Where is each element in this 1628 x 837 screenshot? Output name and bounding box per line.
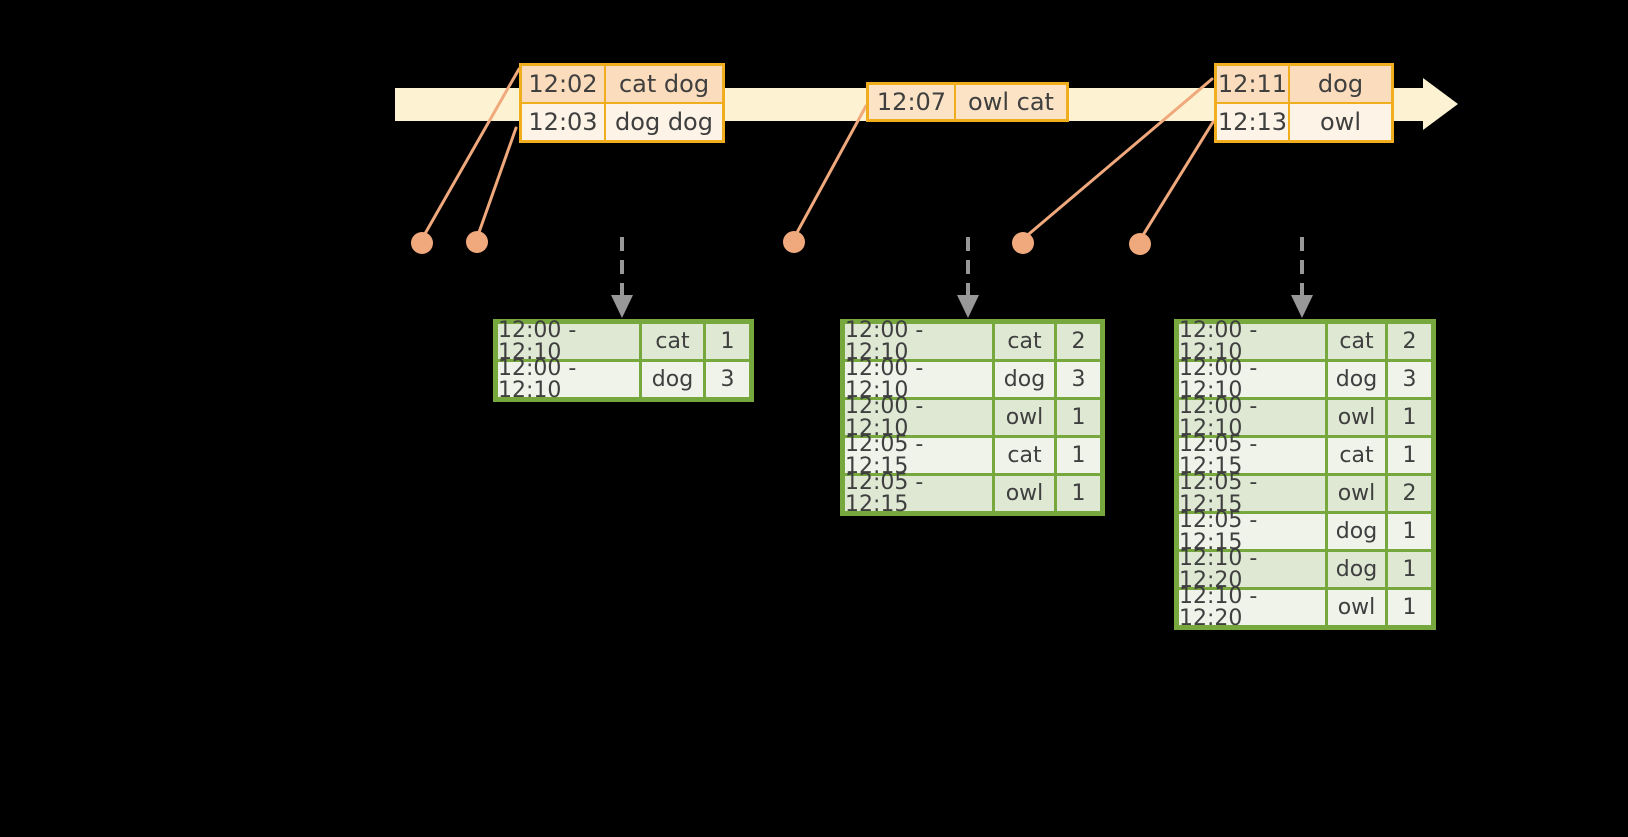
window-cell: 12:05 - 12:15 <box>1179 509 1325 553</box>
arrow-down-icon <box>957 295 979 318</box>
event-words-cell: dog <box>1290 66 1391 102</box>
event-time-cell: 12:03 <box>522 104 604 140</box>
event-record-table-3: 12:11 dog 12:13 owl <box>1214 63 1394 143</box>
event-record-table-2: 12:07 owl cat <box>866 82 1069 122</box>
event-words-cell: dog dog <box>606 104 722 140</box>
word-cell: dog <box>1328 362 1385 397</box>
event-time-cell: 12:07 <box>869 85 954 119</box>
event-dot <box>1129 233 1151 255</box>
window-cell: 12:05 - 12:15 <box>1179 471 1325 515</box>
window-cell: 12:05 - 12:15 <box>845 471 992 515</box>
count-cell: 3 <box>1057 362 1100 397</box>
window-cell: 12:00 - 12:10 <box>1179 319 1325 363</box>
word-cell: dog <box>1328 514 1385 549</box>
connector-line <box>792 104 868 240</box>
event-words-cell: owl cat <box>956 85 1066 119</box>
word-cell: cat <box>995 438 1054 473</box>
event-time-cell: 12:13 <box>1217 104 1288 140</box>
result-table-2: 12:00 - 12:10 cat 2 12:00 - 12:10 dog 3 … <box>840 319 1105 516</box>
count-cell: 1 <box>1388 400 1431 435</box>
event-dot <box>783 231 805 253</box>
word-cell: owl <box>1328 590 1385 625</box>
event-time-cell: 12:02 <box>522 66 604 102</box>
window-cell: 12:00 - 12:10 <box>845 319 992 363</box>
count-cell: 1 <box>706 324 749 359</box>
count-cell: 1 <box>1057 438 1100 473</box>
window-cell: 12:10 - 12:20 <box>1179 547 1325 591</box>
word-cell: owl <box>1328 476 1385 511</box>
result-table-1: 12:00 - 12:10 cat 1 12:00 - 12:10 dog 3 <box>493 319 754 402</box>
word-cell: dog <box>995 362 1054 397</box>
arrow-down-icon <box>1291 295 1313 318</box>
word-cell: owl <box>995 400 1054 435</box>
result-table-3: 12:00 - 12:10 cat 2 12:00 - 12:10 dog 3 … <box>1174 319 1436 630</box>
connector-line <box>420 67 521 241</box>
trigger-arrows <box>611 237 1313 318</box>
event-dot <box>411 232 433 254</box>
event-record-table-1: 12:02 cat dog 12:03 dog dog <box>519 63 725 143</box>
count-cell: 1 <box>1388 590 1431 625</box>
arrow-right-icon <box>1423 78 1458 130</box>
connector-line <box>475 126 518 240</box>
window-cell: 12:05 - 12:15 <box>1179 433 1325 477</box>
event-time-cell: 12:11 <box>1217 66 1288 102</box>
count-cell: 3 <box>706 362 749 397</box>
event-words-cell: owl <box>1290 104 1391 140</box>
window-cell: 12:00 - 12:10 <box>845 395 992 439</box>
count-cell: 1 <box>1388 552 1431 587</box>
count-cell: 2 <box>1388 476 1431 511</box>
window-cell: 12:00 - 12:10 <box>1179 395 1325 439</box>
window-cell: 12:00 - 12:10 <box>498 319 639 363</box>
word-cell: owl <box>995 476 1054 511</box>
count-cell: 1 <box>1057 476 1100 511</box>
word-cell: cat <box>1328 324 1385 359</box>
count-cell: 3 <box>1388 362 1431 397</box>
window-cell: 12:00 - 12:10 <box>845 357 992 401</box>
word-cell: dog <box>1328 552 1385 587</box>
event-words-cell: cat dog <box>606 66 722 102</box>
event-dots <box>411 231 1151 255</box>
window-cell: 12:10 - 12:20 <box>1179 585 1325 629</box>
event-dot <box>1012 232 1034 254</box>
event-dot <box>466 231 488 253</box>
word-cell: cat <box>1328 438 1385 473</box>
word-cell: dog <box>642 362 703 397</box>
word-cell: owl <box>1328 400 1385 435</box>
connector-line <box>1138 120 1215 242</box>
window-cell: 12:00 - 12:10 <box>1179 357 1325 401</box>
count-cell: 1 <box>1388 514 1431 549</box>
window-cell: 12:05 - 12:15 <box>845 433 992 477</box>
count-cell: 2 <box>1388 324 1431 359</box>
word-cell: cat <box>995 324 1054 359</box>
arrow-down-icon <box>611 295 633 318</box>
count-cell: 1 <box>1057 400 1100 435</box>
word-cell: cat <box>642 324 703 359</box>
count-cell: 2 <box>1057 324 1100 359</box>
window-cell: 12:00 - 12:10 <box>498 357 639 401</box>
count-cell: 1 <box>1388 438 1431 473</box>
